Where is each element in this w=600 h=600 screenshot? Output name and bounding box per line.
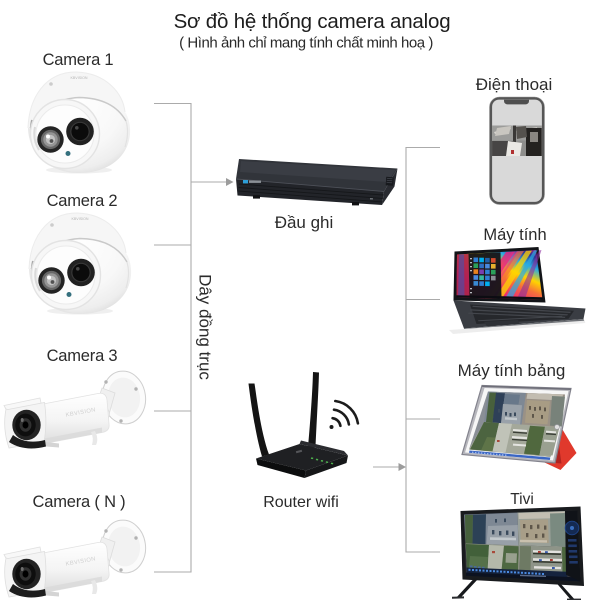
svg-text:( Hình ảnh chỉ mang tính chất: ( Hình ảnh chỉ mang tính chất minh hoạ ) [179,35,433,52]
svg-text:Camera 2: Camera 2 [47,192,118,210]
svg-text:Sơ đồ hệ thống camera analog: Sơ đồ hệ thống camera analog [174,10,451,33]
svg-text:Máy tính: Máy tính [483,226,546,244]
svg-text:Điện thoại: Điện thoại [476,75,553,94]
svg-text:Router wifi: Router wifi [263,494,339,511]
svg-text:Tivi: Tivi [510,491,534,508]
svg-text:Máy tính bảng: Máy tính bảng [458,361,566,380]
svg-text:Camera 3: Camera 3 [47,347,118,365]
svg-text:Camera ( N ): Camera ( N ) [33,493,126,511]
svg-text:Dây đồng trục: Dây đồng trục [196,274,215,380]
svg-text:Camera 1: Camera 1 [43,51,114,69]
svg-text:Đầu ghi: Đầu ghi [275,213,334,232]
